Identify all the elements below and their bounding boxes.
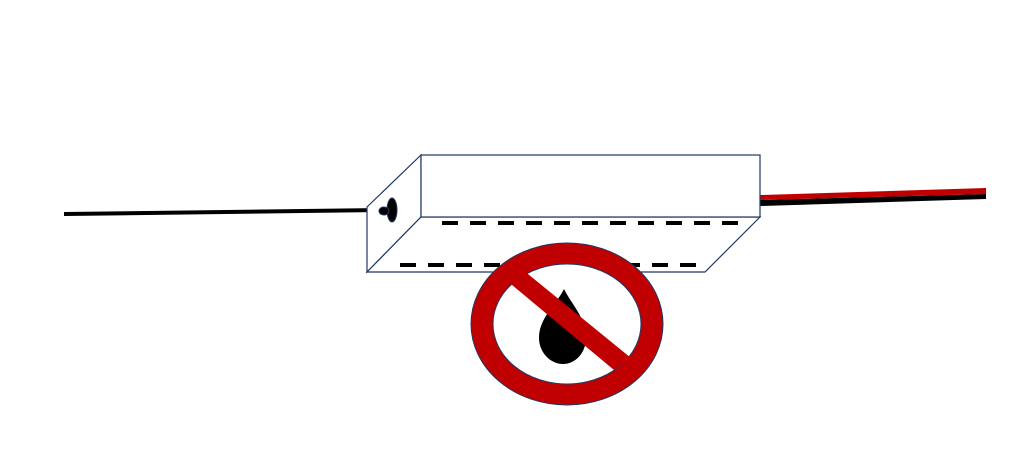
box-front-face <box>420 154 761 218</box>
output-wire-black <box>760 194 986 206</box>
output-wire-red <box>760 188 986 200</box>
no-water-icon <box>470 242 664 406</box>
cable-gland-icon <box>378 197 398 223</box>
input-cable <box>63 208 385 216</box>
